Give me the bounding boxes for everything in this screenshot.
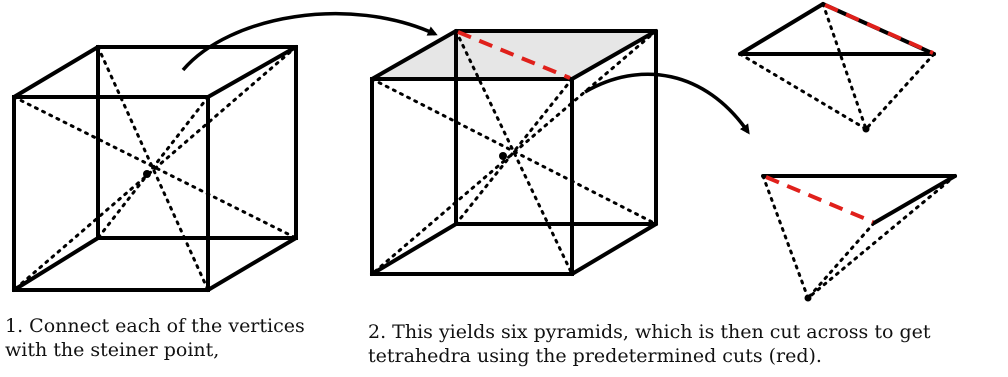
cube-pyramids: [370, 29, 658, 276]
steiner-point: [499, 152, 507, 160]
caption-step-1: 1. Connect each of the vertices with the…: [5, 314, 305, 362]
caption-step-2-line-2: tetrahedra using the predetermined cuts …: [368, 345, 822, 367]
caption-step-1-line-2: with the steiner point,: [5, 339, 220, 361]
predetermined-cut: [457, 30, 571, 80]
caption-step-2: 2. This yields six pyramids, which is th…: [368, 320, 931, 368]
predetermined-cut: [765, 175, 874, 224]
predetermined-cut: [824, 3, 934, 55]
cube-steiner-point: [12, 45, 298, 292]
tetrahedron-bottom: [761, 174, 957, 302]
caption-step-2-line-1: 2. This yields six pyramids, which is th…: [368, 321, 931, 343]
arrow-to-tetrahedra: [584, 72, 750, 135]
steiner-point: [143, 170, 151, 178]
arrow-to-pyramids: [181, 11, 438, 72]
shaded-top-face: [372, 31, 656, 79]
tetrahedron-top: [738, 2, 936, 133]
caption-step-1-line-1: 1. Connect each of the vertices: [5, 315, 305, 337]
